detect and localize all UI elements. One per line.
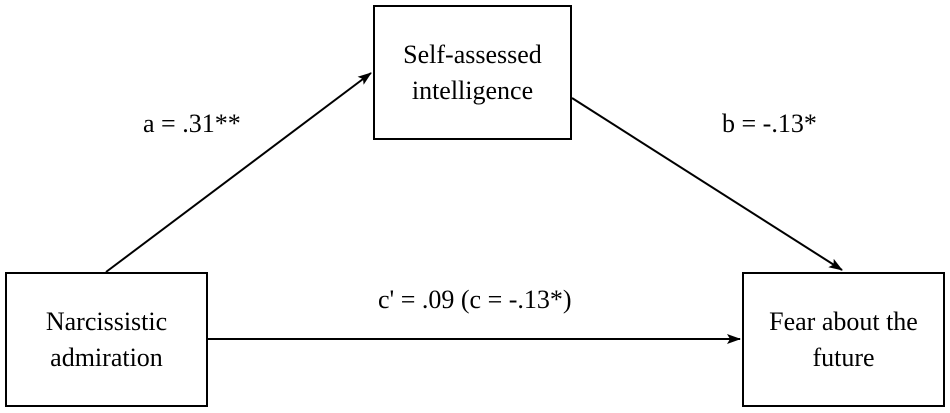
path-a-label: a = .31** [143, 109, 241, 138]
predictor-box: Narcissistic admiration [5, 272, 208, 407]
mediator-box: Self-assessed intelligence [373, 5, 572, 140]
predictor-label-line2: admiration [50, 342, 163, 372]
mediator-label-line2: intelligence [411, 75, 534, 105]
path-c-label: c' = .09 (c = -.13*) [378, 285, 572, 314]
path-b-label: b = -.13* [722, 109, 817, 138]
arrow-a [105, 72, 372, 273]
mediator-label-line1: Self-assessed [403, 39, 542, 69]
predictor-label-line1: Narcissistic [45, 306, 168, 336]
outcome-box: Fear about the future [742, 272, 945, 407]
outcome-label-line1: Fear about the [769, 306, 918, 336]
outcome-label-line2: future [812, 342, 875, 372]
arrow-b [571, 97, 843, 271]
